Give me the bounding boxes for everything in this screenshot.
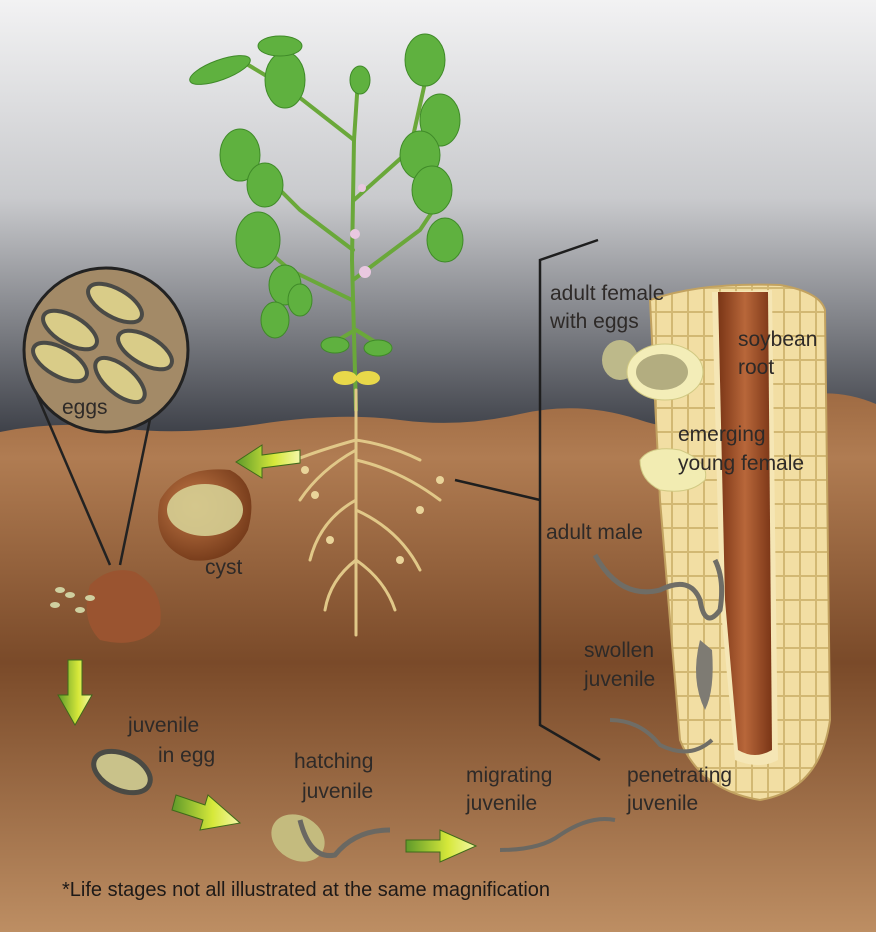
arrow-icon [405, 829, 478, 863]
leaves [189, 33, 464, 357]
juvenile-in-egg [91, 748, 153, 796]
footnote: *Life stages not all illustrated at the … [62, 879, 550, 901]
label-eggs: eggs [62, 396, 108, 419]
migrating-juvenile [499, 817, 616, 852]
label-cyst: cyst [205, 556, 243, 579]
label-soybean-root-2: root [738, 356, 774, 379]
hatching-juvenile [271, 814, 391, 862]
label-juvenile-in-egg-1: juvenile [127, 714, 199, 737]
label-swollen-1: swollen [584, 639, 654, 662]
label-juvenile-in-egg-2: in egg [158, 744, 215, 767]
cyst: cyst [158, 469, 252, 579]
label-hatching-2: juvenile [301, 780, 373, 803]
label-migrating-1: migrating [466, 764, 552, 787]
arrow-icon [57, 659, 93, 727]
label-swollen-2: juvenile [583, 668, 655, 691]
emerging-young-female [639, 448, 707, 492]
adult-female-with-eggs [602, 340, 704, 401]
label-emerging-1: emerging [678, 423, 766, 446]
label-adult-female-1: adult female [550, 282, 664, 305]
arrow-icon [171, 794, 242, 831]
label-emerging-2: young female [678, 452, 804, 475]
adult-male [592, 553, 725, 621]
flowers [350, 184, 371, 278]
broken-cyst [50, 570, 161, 643]
cotyledons [333, 371, 380, 385]
soybean-root-section [648, 283, 832, 802]
label-penetrating-2: juvenile [626, 792, 698, 815]
root-nodules [301, 466, 444, 564]
label-hatching-1: hatching [294, 750, 373, 773]
label-migrating-2: juvenile [465, 792, 537, 815]
arrow-icon [235, 444, 301, 479]
cycle-arrows [57, 444, 478, 863]
swollen-juvenile [696, 640, 713, 710]
label-soybean-root-1: soybean [738, 328, 817, 351]
label-adult-female-2: with eggs [549, 310, 639, 333]
root-bracket [454, 238, 601, 762]
eggs-magnifier: eggs [22, 266, 190, 566]
label-adult-male: adult male [546, 521, 643, 544]
penetrating-juvenile [609, 718, 714, 754]
label-penetrating-1: penetrating [627, 764, 732, 787]
plant-roots [293, 388, 442, 637]
